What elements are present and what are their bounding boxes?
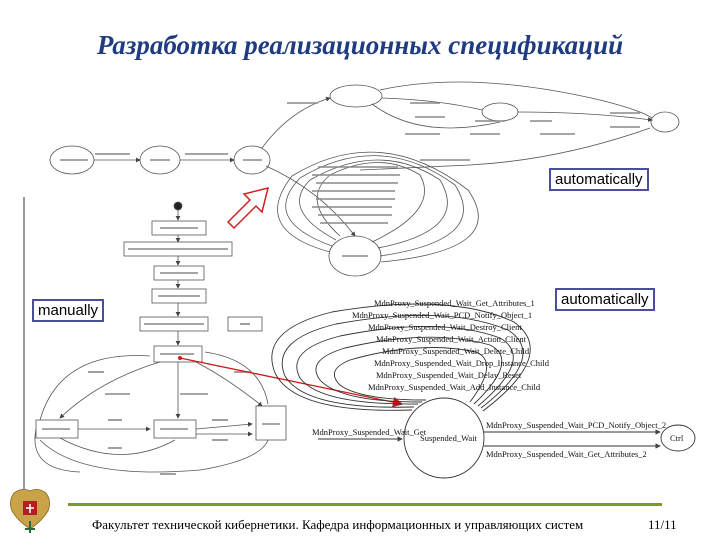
- state-ctrl: [660, 424, 696, 452]
- slide-title: Разработка реализационных спецификаций: [96, 30, 624, 60]
- callout-manually: manually: [32, 299, 105, 322]
- transition-label: MdnProxy_Suspended_Wait_Drop_Instance_Ch…: [374, 358, 550, 368]
- state-label-suspended-wait: Suspended_Wait: [420, 433, 478, 443]
- right-edge-label: MdnProxy_Suspended_Wait_PCD_Notify_Objec…: [486, 420, 666, 430]
- top-state-diagram: [49, 81, 680, 277]
- state-node: [650, 111, 680, 133]
- state-node: [481, 102, 519, 122]
- state-suspended-wait: [403, 397, 485, 479]
- coat-of-arms-logo: [10, 489, 50, 533]
- page-number: 11/11: [648, 517, 677, 532]
- state-box: [255, 405, 287, 441]
- state-box: [139, 316, 209, 332]
- state-box: [151, 288, 207, 304]
- state-box: [227, 316, 263, 332]
- callout-automatically-bottom: automatically: [555, 288, 655, 311]
- mapping-arrow: [179, 357, 404, 408]
- state-label-ctrl: Ctrl: [670, 433, 684, 443]
- bottom-state-diagram: [271, 303, 696, 479]
- transition-label: MdnProxy_Suspended_Wait_Add_Instance_Chi…: [368, 382, 541, 392]
- footer-text: Факультет технической кибернетики. Кафед…: [92, 517, 584, 532]
- transition-label: MdnProxy_Suspended_Wait_Delay_Reset: [376, 370, 522, 380]
- state-node: [329, 84, 383, 108]
- transition-label: MdnProxy_Suspended_Wait_Destroy_Client: [368, 322, 522, 332]
- left-diagram-labels: [42, 227, 280, 475]
- right-edge-label: MdnProxy_Suspended_Wait_Get_Attributes_2: [486, 449, 647, 459]
- callout-automatically-top: automatically: [549, 168, 649, 191]
- footer-divider: [68, 503, 662, 506]
- bottom-diagram-labels: MdnProxy_Suspended_Wait_Get_Attributes_1…: [312, 298, 684, 459]
- transition-label: MdnProxy_Suspended_Wait_Get_Attributes_1: [374, 298, 535, 308]
- transition-label: MdnProxy_Suspended_Wait_Action_Client: [376, 334, 527, 344]
- top-diagram-labels: [60, 102, 640, 257]
- left-edge-label: MdnProxy_Suspended_Wait_Get: [312, 427, 427, 437]
- left-state-diagram: [23, 197, 287, 510]
- state-box: [151, 220, 207, 236]
- transition-label: MdnProxy_Suspended_Wait_PCD_Notify_Objec…: [352, 310, 532, 320]
- transition-label: MdnProxy_Suspended_Wait_Delete_Child: [382, 346, 530, 356]
- initial-state: [173, 201, 183, 211]
- hollow-arrow-icon: [226, 186, 270, 230]
- state-box: [153, 265, 205, 281]
